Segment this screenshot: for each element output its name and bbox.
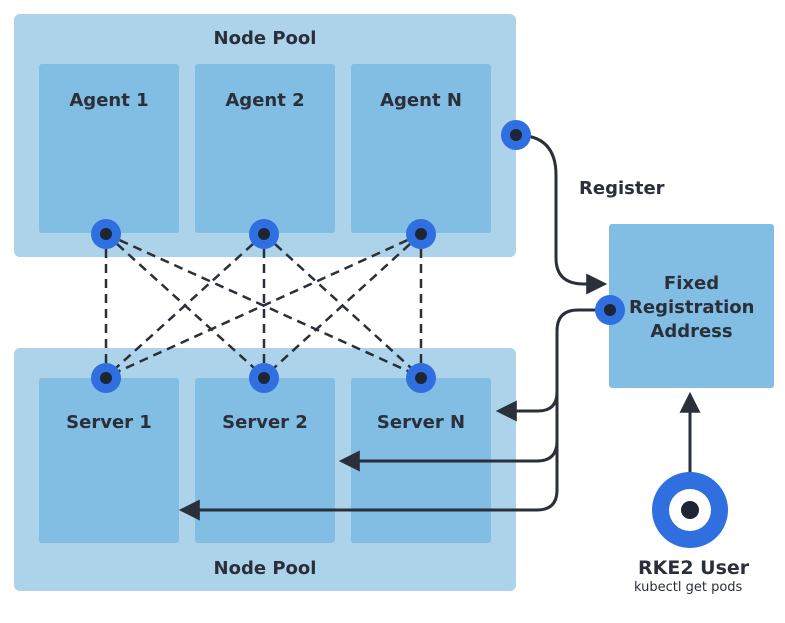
connector-dots: [91, 120, 625, 393]
user-target-icon: [652, 472, 728, 548]
server-1-label: Server 1: [66, 412, 152, 433]
node-pool-register-connector-icon: [501, 120, 531, 150]
server-2-label: Server 2: [222, 412, 308, 433]
top-node-pool-title: Node Pool: [213, 28, 317, 49]
mesh-links: [104, 232, 423, 379]
link-agentn-server2: [263, 233, 422, 378]
address-connector-icon: [595, 295, 625, 325]
agent-1-label: Agent 1: [69, 90, 149, 111]
agent-2-node: Agent 2: [195, 64, 335, 233]
link-agent2-server1: [105, 233, 265, 378]
server-n-label: Server N: [376, 412, 466, 433]
agent-2-label: Agent 2: [225, 90, 305, 111]
rke2-user-name: RKE2 User: [638, 557, 750, 579]
agent-n-node: Agent N: [351, 64, 491, 233]
arrow-to-server-n: [495, 308, 610, 422]
agent-1-node: Agent 1: [39, 64, 179, 233]
server-2-node: Server 2: [195, 378, 335, 543]
arrow-to-server-1: [178, 441, 559, 521]
fixed-registration-address-label: Fixed Registration Address: [629, 273, 755, 342]
rke2-user-command: kubectl get pods: [634, 580, 743, 595]
link-agentn-server1: [105, 232, 422, 379]
register-arrow: [515, 133, 608, 295]
arrow-to-server-2: [338, 392, 559, 472]
agent-2-connector-icon: [249, 219, 279, 249]
agent-1-connector-icon: [91, 219, 121, 249]
server-2-connector-icon: [249, 363, 279, 393]
fixed-registration-address-box: Fixed Registration Address: [609, 224, 774, 388]
agent-n-label: Agent N: [380, 90, 462, 111]
server-1-node: Server 1: [39, 378, 179, 543]
bottom-node-pool-title: Node Pool: [213, 558, 317, 579]
register-label: Register: [579, 178, 665, 199]
server-n-connector-icon: [406, 363, 436, 393]
agent-n-connector-icon: [406, 219, 436, 249]
server-1-connector-icon: [91, 363, 121, 393]
